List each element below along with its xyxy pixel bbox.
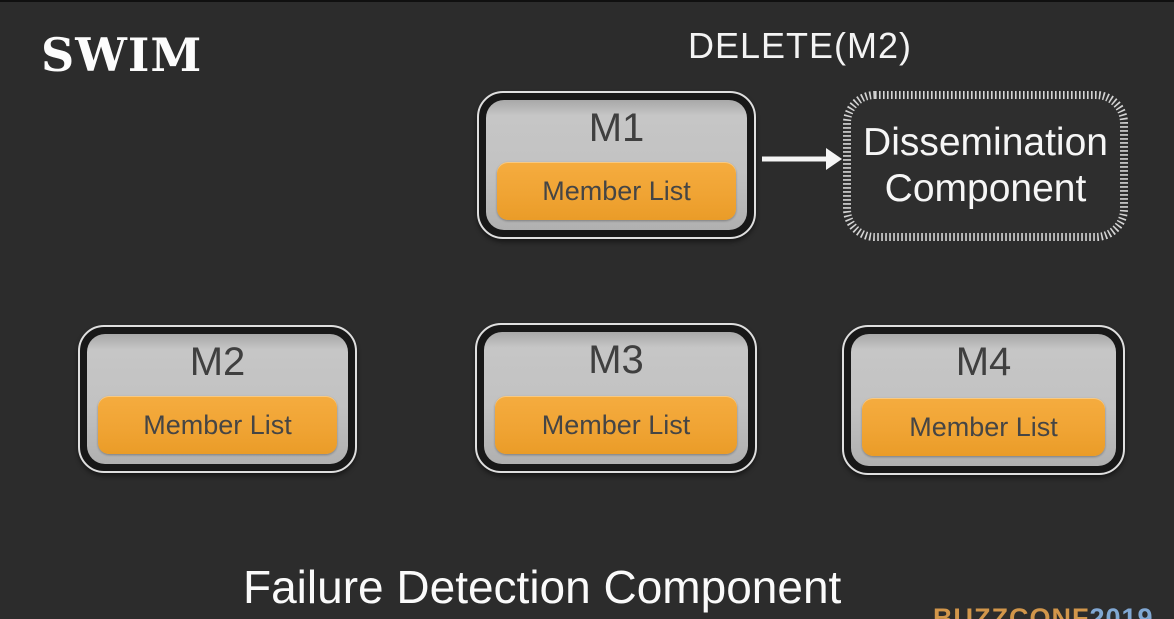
- node-m4: M4 Member List: [842, 325, 1125, 475]
- node-m3-member-list: Member List: [495, 396, 737, 454]
- watermark-blue-text: 2019: [1089, 603, 1154, 619]
- node-m1-body: M1 Member List: [486, 100, 747, 230]
- hatched-border-icon: [843, 91, 1128, 241]
- node-m4-member-list: Member List: [862, 398, 1105, 456]
- node-m1-member-list: Member List: [497, 162, 736, 220]
- node-m3-title: M3: [588, 338, 644, 382]
- dissemination-component-box: Dissemination Component: [842, 90, 1129, 242]
- top-edge-divider: [0, 0, 1174, 2]
- node-m2-member-list: Member List: [98, 396, 337, 454]
- dissemination-line2: Component: [884, 167, 1087, 210]
- arrow-m1-to-dissemination-icon: [762, 148, 842, 170]
- delete-event-label: DELETE(M2): [688, 25, 913, 66]
- node-m2: M2 Member List: [78, 325, 357, 473]
- node-m2-body: M2 Member List: [87, 334, 348, 464]
- node-m3: M3 Member List: [475, 323, 757, 473]
- node-m2-title: M2: [189, 340, 246, 384]
- watermark: BUZZCONF2019: [933, 603, 1154, 619]
- slide-title: SWIM: [41, 28, 203, 82]
- node-m1: M1 Member List: [477, 91, 756, 239]
- dissemination-component-label: Dissemination Component: [842, 90, 1129, 242]
- node-m4-title: M4: [955, 340, 1012, 384]
- failure-detection-label: Failure Detection Component: [243, 561, 842, 613]
- dissemination-line1: Dissemination: [863, 121, 1108, 165]
- watermark-orange-text: BUZZCONF: [933, 603, 1090, 619]
- node-m1-title: M1: [588, 106, 645, 150]
- node-m3-body: M3 Member List: [484, 332, 748, 464]
- node-m4-body: M4 Member List: [851, 334, 1116, 466]
